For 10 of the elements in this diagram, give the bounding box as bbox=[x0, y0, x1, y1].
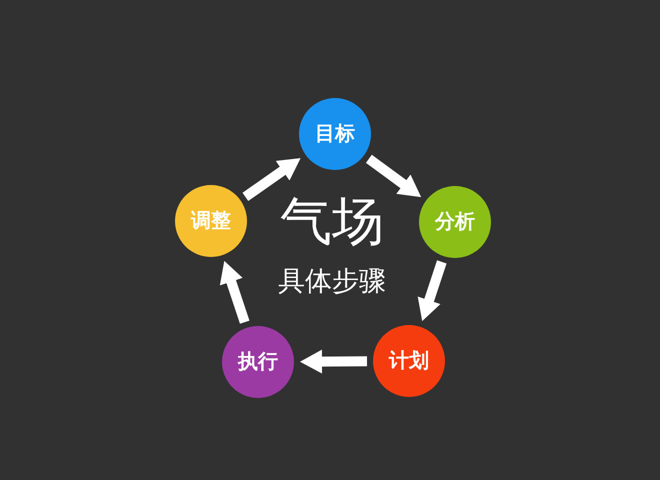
subtitle: 具体步骤 bbox=[278, 268, 386, 295]
step-label: 计划 bbox=[389, 351, 429, 371]
arrow bbox=[220, 259, 250, 324]
arrow bbox=[300, 350, 368, 374]
step-label: 执行 bbox=[238, 352, 278, 372]
step-label: 分析 bbox=[435, 212, 475, 232]
arrow bbox=[417, 260, 447, 323]
step-label: 目标 bbox=[315, 124, 355, 144]
center-title: 气场 bbox=[280, 196, 384, 248]
step-label: 调整 bbox=[191, 211, 231, 231]
